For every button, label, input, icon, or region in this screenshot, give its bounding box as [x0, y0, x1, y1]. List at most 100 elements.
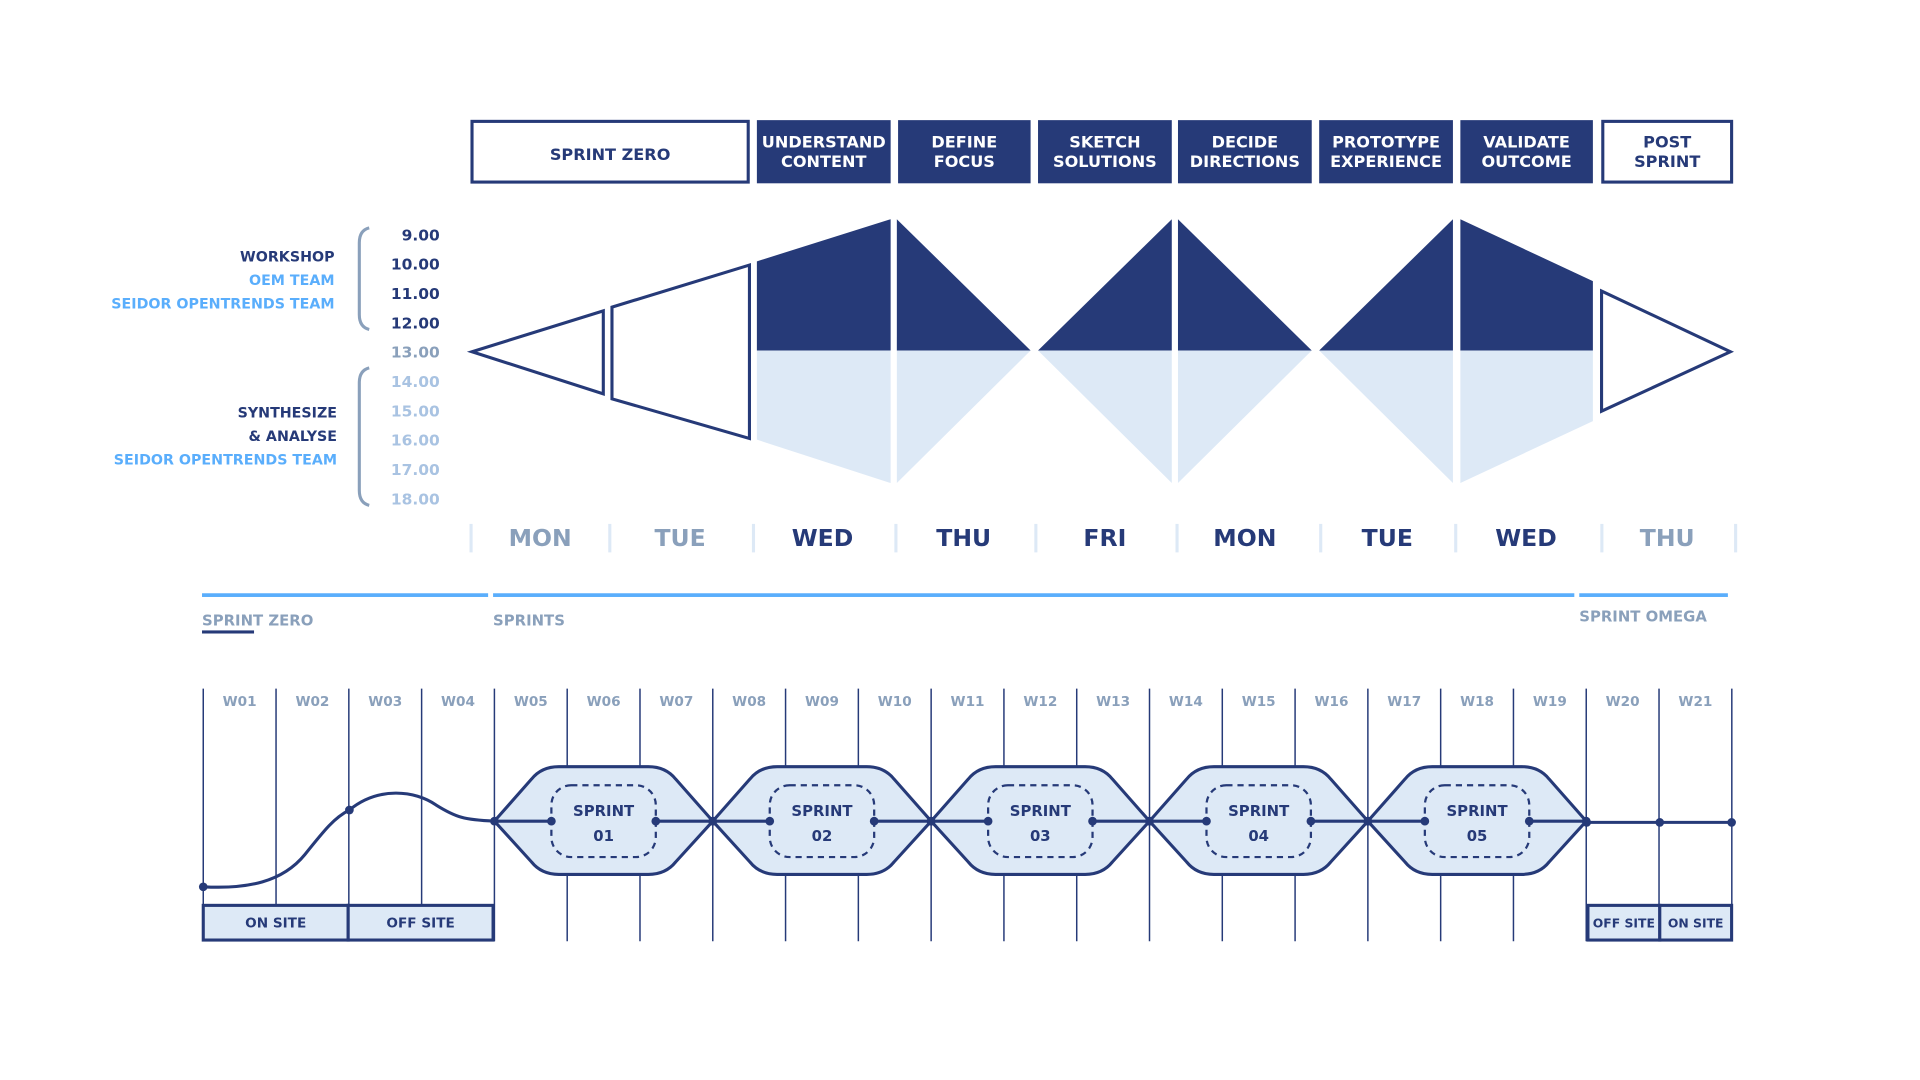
- sprint-label: SPRINT: [1228, 802, 1290, 820]
- week-label: W06: [587, 694, 621, 710]
- time-label: 13.00: [391, 344, 440, 362]
- thu-light-shape: [896, 350, 1031, 484]
- week-label: W10: [878, 694, 912, 710]
- sprint-dot: [1145, 816, 1154, 826]
- day-separator: [1734, 523, 1738, 553]
- omega-dot: [1727, 818, 1736, 827]
- week-label: W19: [1533, 694, 1567, 710]
- phase-label-line1: UNDERSTAND: [762, 132, 886, 151]
- sprint-dot: [547, 816, 556, 826]
- sprint-label: SPRINT: [1010, 802, 1072, 820]
- time-label: 12.00: [391, 314, 440, 332]
- workshop-bracket: [357, 226, 370, 331]
- workshop-team-1: OEM TEAM: [249, 273, 335, 289]
- stage-sprint-omega: SPRINT OMEGA: [1579, 608, 1707, 626]
- thu-dark-shape: [896, 219, 1031, 351]
- phase-label-line1: PROTOTYPE: [1332, 132, 1440, 151]
- day-label: FRI: [1083, 524, 1126, 552]
- week-label: W12: [1023, 694, 1057, 710]
- fri-dark-shape: [1038, 219, 1172, 351]
- omega-dot: [1582, 818, 1592, 827]
- stage-sprints: SPRINTS: [493, 611, 565, 629]
- site-label: ON SITE: [245, 916, 306, 932]
- time-label: 15.00: [391, 402, 440, 420]
- phase-label-line2: SOLUTIONS: [1053, 152, 1157, 171]
- tue2-dark-shape: [1319, 219, 1453, 351]
- phase-box-bg: [1177, 120, 1312, 184]
- sprint-hexagon[interactable]: SPRINT 04: [1145, 765, 1373, 876]
- phase-box-bg: [1038, 120, 1172, 184]
- day-separator: [1454, 523, 1458, 553]
- sprint-zero-bar: [202, 593, 489, 597]
- sprint-number: 04: [1248, 827, 1269, 845]
- sprint-dot: [1363, 816, 1373, 826]
- week-label: W04: [441, 694, 475, 710]
- fri-light-shape: [1038, 350, 1172, 484]
- day-separator: [751, 523, 756, 553]
- sprint-dot: [983, 816, 993, 826]
- phase-box-bg: [1601, 119, 1734, 184]
- week-label: W16: [1315, 694, 1349, 710]
- phase-label-line2: SPRINT: [1634, 152, 1700, 171]
- day-label: WED: [1495, 524, 1557, 552]
- phase-label-line2: OUTCOME: [1482, 152, 1572, 171]
- sprint-dot: [765, 816, 775, 826]
- week-label: W09: [805, 694, 839, 710]
- day-separator: [894, 523, 898, 553]
- phase-box-bg: [470, 119, 750, 184]
- site-box: [1658, 903, 1734, 942]
- day-label: TUE: [1362, 524, 1413, 552]
- phase-label-line1: SKETCH: [1069, 132, 1140, 151]
- day-label: THU: [1640, 524, 1695, 552]
- time-label: 18.00: [391, 490, 440, 508]
- day-separator: [608, 523, 612, 553]
- site-box: [201, 903, 350, 942]
- omega-dot: [1655, 818, 1665, 827]
- week-label: W05: [514, 694, 548, 710]
- site-box: [346, 903, 495, 942]
- curve-dot: [198, 882, 208, 892]
- sprint-dot: [1088, 816, 1097, 826]
- sprint-dot: [1524, 816, 1534, 826]
- curve-dot: [345, 805, 354, 815]
- week-label: W07: [659, 694, 693, 710]
- phase-label: SPRINT ZERO: [550, 145, 671, 164]
- week-label: W03: [368, 694, 402, 710]
- phase-label-line2: CONTENT: [781, 152, 866, 171]
- time-label: 14.00: [391, 373, 440, 391]
- time-label: 16.00: [391, 432, 440, 450]
- week-label: W01: [223, 694, 257, 710]
- phase-label-line1: DECIDE: [1212, 132, 1279, 151]
- sprint-number: 01: [593, 827, 614, 845]
- day-separator: [1319, 523, 1323, 553]
- mon2-light-shape: [1177, 350, 1312, 484]
- wed2-light-shape: [1460, 350, 1593, 484]
- week-label: W21: [1678, 694, 1712, 710]
- sprint-dot: [490, 816, 499, 826]
- synth-team: SEIDOR OPENTRENDS TEAM: [114, 452, 337, 468]
- sprint-dot: [708, 816, 718, 826]
- week-label: W14: [1169, 694, 1203, 710]
- tue-outline-trapezoid: [610, 262, 751, 441]
- phase-label-line1: DEFINE: [931, 132, 997, 151]
- phase-box: SPRINT ZERO: [470, 119, 750, 184]
- time-label: 10.00: [391, 256, 440, 274]
- mon-outline-triangle: [466, 308, 605, 396]
- week-label: W02: [295, 694, 329, 710]
- phase-label-line2: DIRECTIONS: [1190, 152, 1300, 171]
- week-label: W08: [732, 694, 766, 710]
- sprint-number: 05: [1467, 827, 1488, 845]
